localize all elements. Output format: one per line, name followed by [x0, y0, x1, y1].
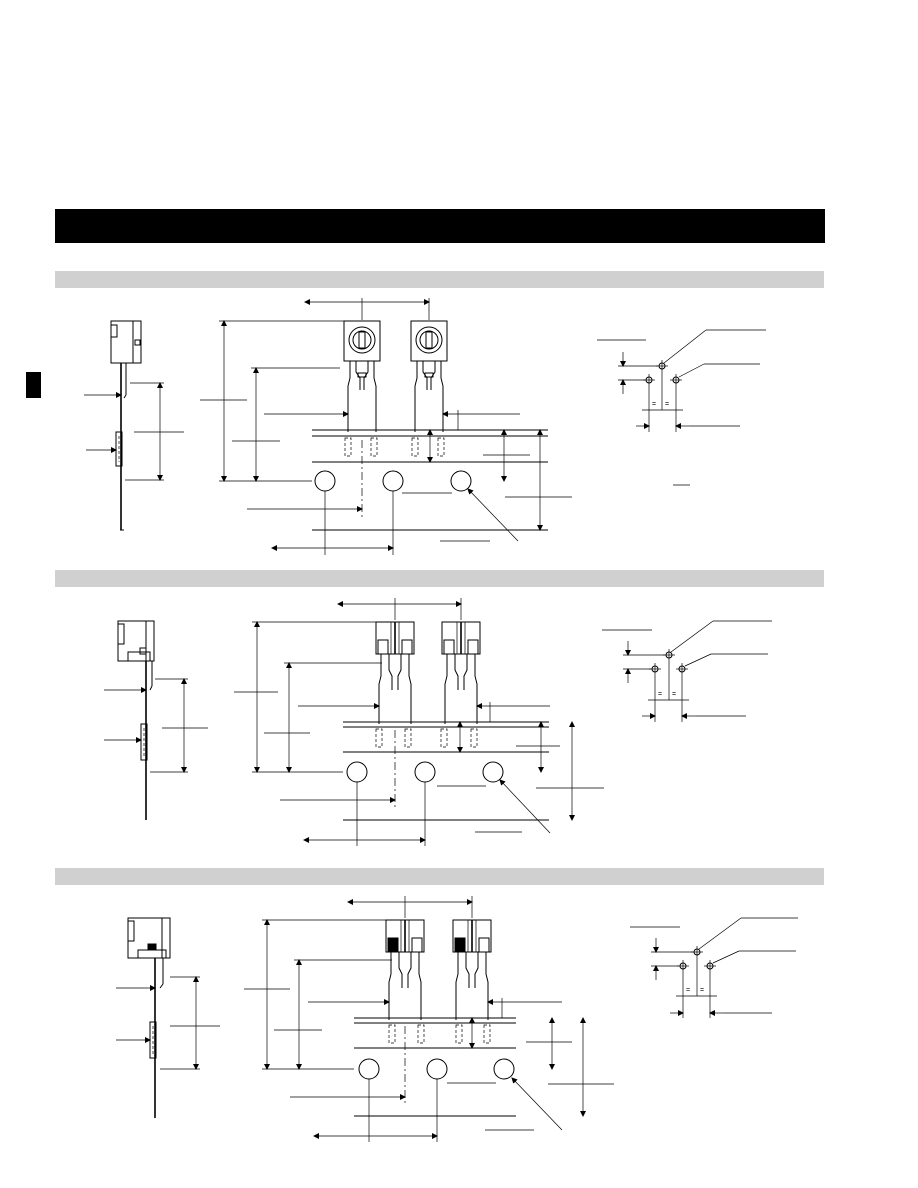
- section-3-hole-layout: = =: [630, 917, 798, 1018]
- equal-mark-2a: =: [658, 691, 662, 698]
- side-index-tab: [26, 372, 41, 398]
- section-bar-2: [55, 570, 824, 587]
- equal-mark-1b: =: [665, 401, 669, 408]
- equal-mark-1a: =: [652, 401, 656, 408]
- section-2-side-view: [104, 620, 208, 820]
- section-2-front-view: [234, 598, 604, 846]
- equal-mark-2b: =: [672, 691, 676, 698]
- header-bar: [55, 209, 825, 243]
- equal-mark-3b: =: [700, 987, 704, 994]
- section-1-front-view: [200, 298, 572, 555]
- section-bar-3: [55, 868, 824, 885]
- equal-mark-3a: =: [686, 987, 690, 994]
- section-2-hole-layout: = =: [602, 620, 772, 722]
- section-3-side-view: [116, 917, 220, 1118]
- section-bar-1: [55, 271, 824, 288]
- section-3-front-view: [244, 896, 614, 1142]
- section-1-side-view: [84, 320, 184, 531]
- section-1-hole-layout: = =: [597, 329, 766, 486]
